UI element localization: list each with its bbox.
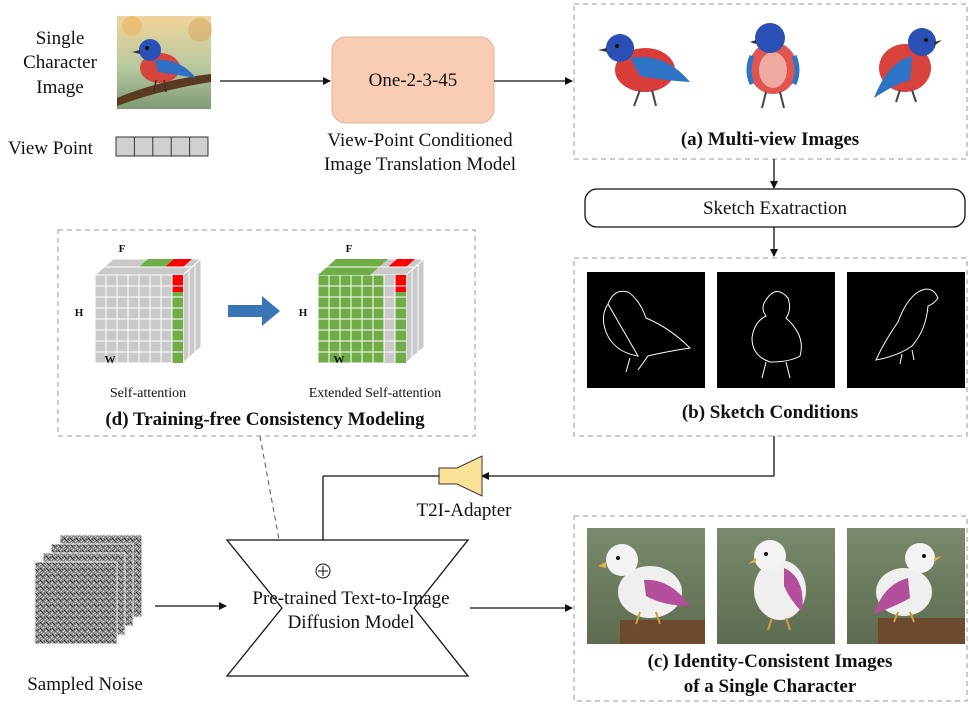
diffusion-label-line2: Diffusion Model <box>288 612 415 633</box>
panel-c-caption-line2: of a Single Character <box>684 676 857 697</box>
diffusion-label-line1: Pre-trained Text-to-Image <box>252 588 449 609</box>
viewpoint-label: View Point <box>8 138 94 159</box>
panel-d-caption: (d) Training-free Consistency Modeling <box>105 409 425 430</box>
translation-model-box <box>331 36 495 124</box>
t2i-adapter-label: T2I-Adapter <box>417 500 513 521</box>
panel-b-frame <box>573 257 968 437</box>
cube-left-face-h: H <box>75 307 84 319</box>
panel-a-caption: (a) Multi-view Images <box>681 129 859 150</box>
panel-a-frame <box>573 3 968 160</box>
input-label: Single Character Image <box>23 28 98 98</box>
multiview-bird-2 <box>746 23 800 109</box>
multiview-bird-1 <box>598 34 690 107</box>
multiview-bird-3 <box>874 28 942 103</box>
cube-right-face-w: W <box>334 354 345 366</box>
input-label-line3: Image <box>36 77 83 98</box>
transform-arrow-icon <box>228 296 280 326</box>
diffusion-model-shape <box>225 539 470 677</box>
extended-self-attention-cube <box>316 257 426 365</box>
sampled-noise-stack <box>34 534 143 645</box>
panel-c-caption-line1: (c) Identity-Consistent Images <box>648 651 893 672</box>
sketch-1 <box>587 272 705 388</box>
panel-b-caption: (b) Sketch Conditions <box>682 402 858 423</box>
consistency-link <box>259 435 283 557</box>
input-bird-image <box>117 16 212 109</box>
cube-right-face-h: H <box>299 307 308 319</box>
sketch-2 <box>717 272 835 388</box>
self-attention-cube <box>93 257 203 365</box>
panel-c-frame <box>573 515 968 702</box>
feature-add-icon <box>315 563 331 579</box>
output-bird-2 <box>717 528 835 644</box>
translation-model-caption-line2: Image Translation Model <box>324 154 516 175</box>
translation-model-label: One-2-3-45 <box>369 70 458 91</box>
sketch-extraction-label: Sketch Exatraction <box>703 198 848 219</box>
input-label-line2: Character <box>23 52 98 73</box>
cube-left-face-w: W <box>105 354 116 366</box>
input-label-line1: Single <box>36 28 85 49</box>
sampled-noise-label: Sampled Noise <box>27 674 143 695</box>
panel-d-frame <box>57 229 476 437</box>
extended-self-attention-caption: Extended Self-attention <box>309 386 442 401</box>
viewpoint-vector <box>115 136 209 157</box>
translation-model-caption-line1: View-Point Conditioned <box>327 130 513 151</box>
output-bird-1 <box>587 528 705 644</box>
sketch-extraction-box <box>584 188 966 228</box>
self-attention-caption: Self-attention <box>110 386 186 401</box>
output-bird-3 <box>847 528 965 644</box>
t2i-adapter-icon <box>438 455 483 497</box>
cube-right-face-f: F <box>346 243 353 255</box>
cube-left-face-f: F <box>119 243 126 255</box>
sketch-3 <box>847 272 965 388</box>
